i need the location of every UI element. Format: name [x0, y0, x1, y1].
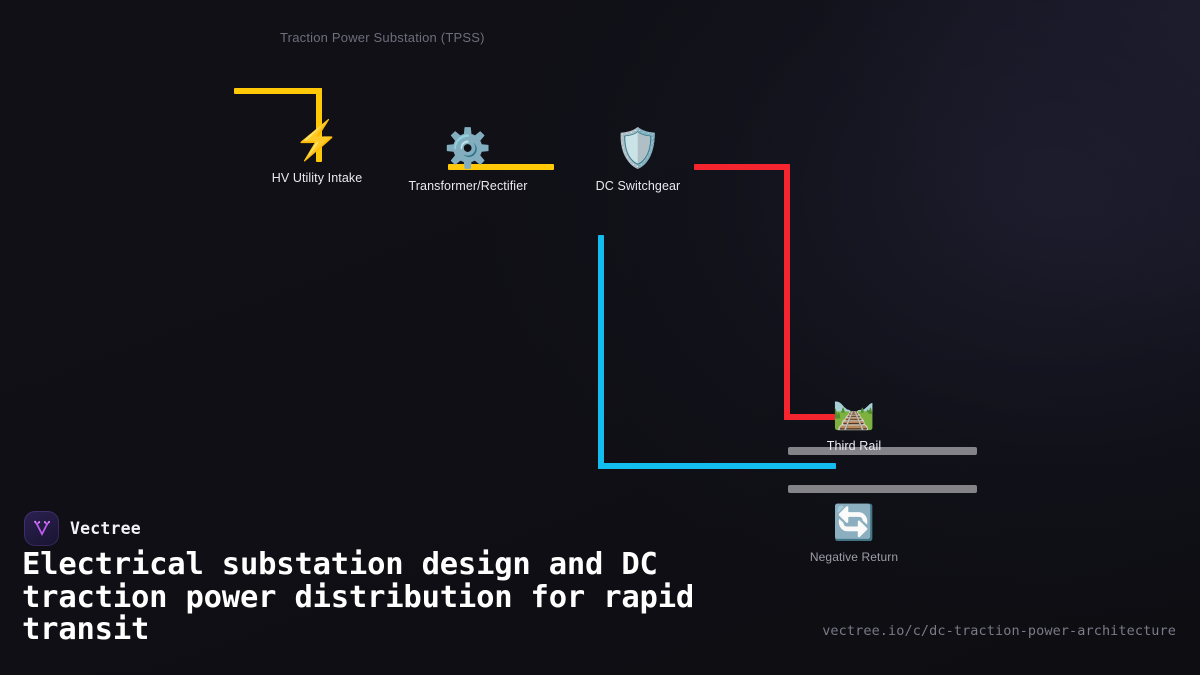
node-dc-switchgear[interactable]: 🛡️ DC Switchgear — [553, 126, 723, 193]
railway-track-icon: 🛤️ — [832, 393, 876, 431]
node-label-dc-switchgear: DC Switchgear — [595, 179, 681, 193]
hv-feed-edge-vertical — [316, 88, 322, 162]
group-title-tpss: Traction Power Substation (TPSS) — [280, 30, 485, 45]
node-third-rail[interactable]: 🛤️ Third Rail — [769, 392, 939, 453]
vectree-logo-icon — [24, 511, 59, 546]
gear-icon: ⚙️ — [444, 128, 492, 170]
rail-bar-upper — [788, 447, 977, 455]
negative-return-edge-horizontal — [598, 463, 836, 469]
node-label-negative-return: Negative Return — [809, 550, 899, 564]
node-label-third-rail: Third Rail — [826, 439, 882, 453]
rail-bar-lower — [788, 485, 977, 493]
node-label-transformer-rectifier: Transformer/Rectifier — [408, 179, 528, 193]
positive-dc-edge-vertical — [784, 164, 790, 420]
brand-name: Vectree — [70, 519, 141, 538]
node-hv-utility-intake[interactable]: ⚡ HV Utility Intake — [232, 118, 402, 185]
node-negative-return[interactable]: 🔄 Negative Return — [769, 503, 939, 564]
node-label-hv-utility-intake: HV Utility Intake — [271, 171, 363, 185]
positive-dc-edge-bottom — [784, 414, 836, 420]
page-title: Electrical substation design and DC trac… — [22, 547, 695, 647]
rectifier-output-edge — [448, 164, 554, 170]
source-url: vectree.io/c/dc-traction-power-architect… — [822, 623, 1176, 639]
brand-lockup: Vectree — [24, 511, 141, 546]
hv-feed-edge-horizontal — [234, 88, 322, 94]
high-voltage-icon: ⚡ — [293, 120, 341, 162]
negative-return-edge-vertical — [598, 235, 604, 469]
positive-dc-edge-top — [694, 164, 790, 170]
return-arrows-icon: 🔄 — [832, 504, 876, 542]
node-transformer-rectifier[interactable]: ⚙️ Transformer/Rectifier — [383, 126, 553, 193]
shield-icon: 🛡️ — [614, 128, 662, 170]
